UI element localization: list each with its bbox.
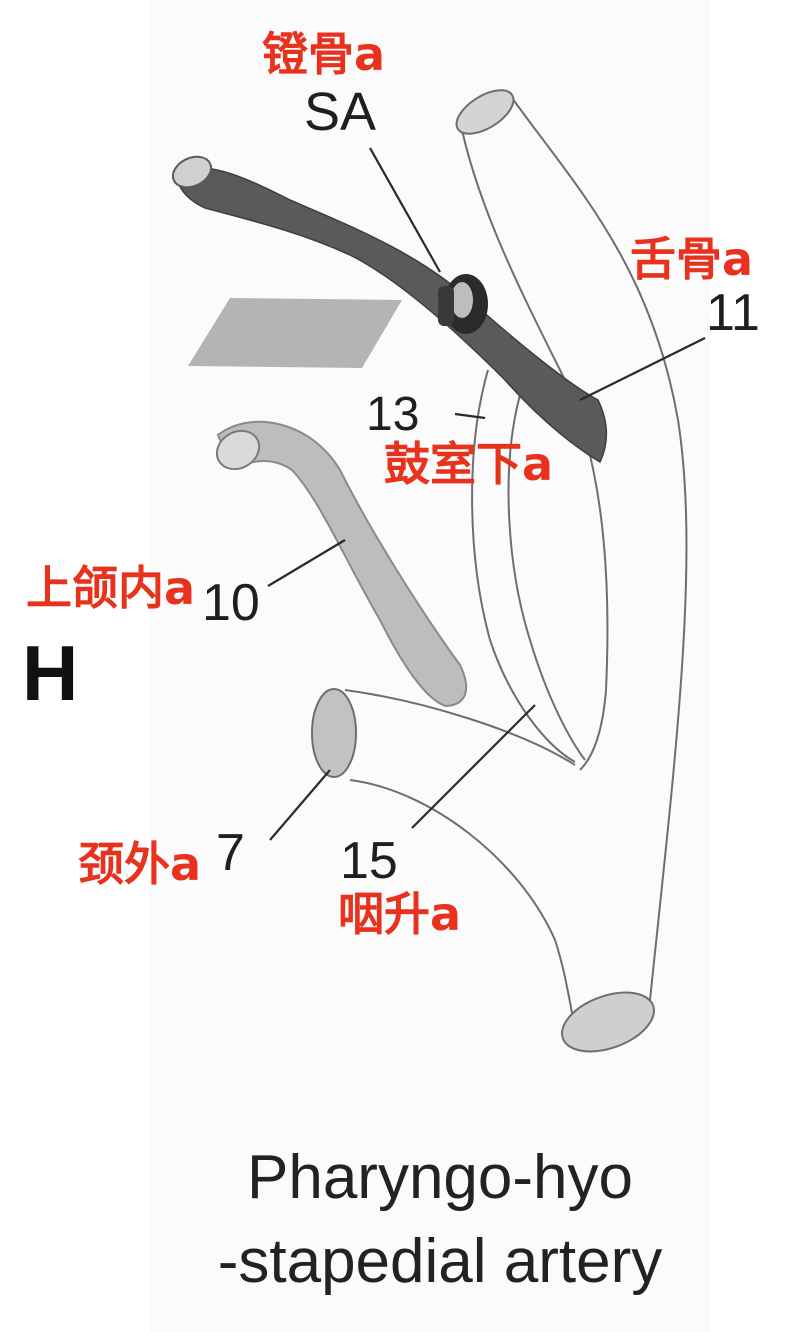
leader-15 [411,704,536,829]
cn-label-internal-maxillary: 上颌内a [26,561,195,615]
leader-10 [267,539,346,587]
cn-label-external-carotid: 颈外a [78,837,201,891]
caption-line-1: Pharyngo-hyo [247,1143,633,1212]
internal-maxillary-vessel [216,420,468,708]
cn-label-ascending-pharyngeal: 咽升a [338,887,461,941]
label-sa: SA [304,82,376,142]
cn-label-stapedial: 镫骨a [262,27,385,81]
flat-plate [188,298,402,368]
label-7: 7 [216,824,245,882]
cn-label-hyoid: 舌骨a [630,232,753,286]
leader-sa [369,147,441,273]
leader-lines [267,147,706,841]
leader-11 [579,337,706,401]
carotid-trunk [344,94,688,1041]
label-10: 10 [202,574,260,632]
stapedial-opening [171,155,213,189]
label-15: 15 [340,832,398,890]
stapedial-vessel [175,166,608,464]
leader-7 [269,769,331,841]
caption-line-2: -stapedial artery [218,1227,663,1296]
label-13: 13 [366,388,419,441]
trunk-top-opening [455,89,515,135]
external-carotid-stump [311,688,357,778]
trunk-bottom-opening [561,991,655,1053]
cn-label-inferior-tympanic: 鼓室下a [384,437,553,491]
leader-13 [454,412,486,420]
label-11: 11 [706,284,760,342]
internal-maxillary-opening [215,429,261,471]
panel-label: H [22,629,78,717]
stapes-ring [438,274,488,334]
